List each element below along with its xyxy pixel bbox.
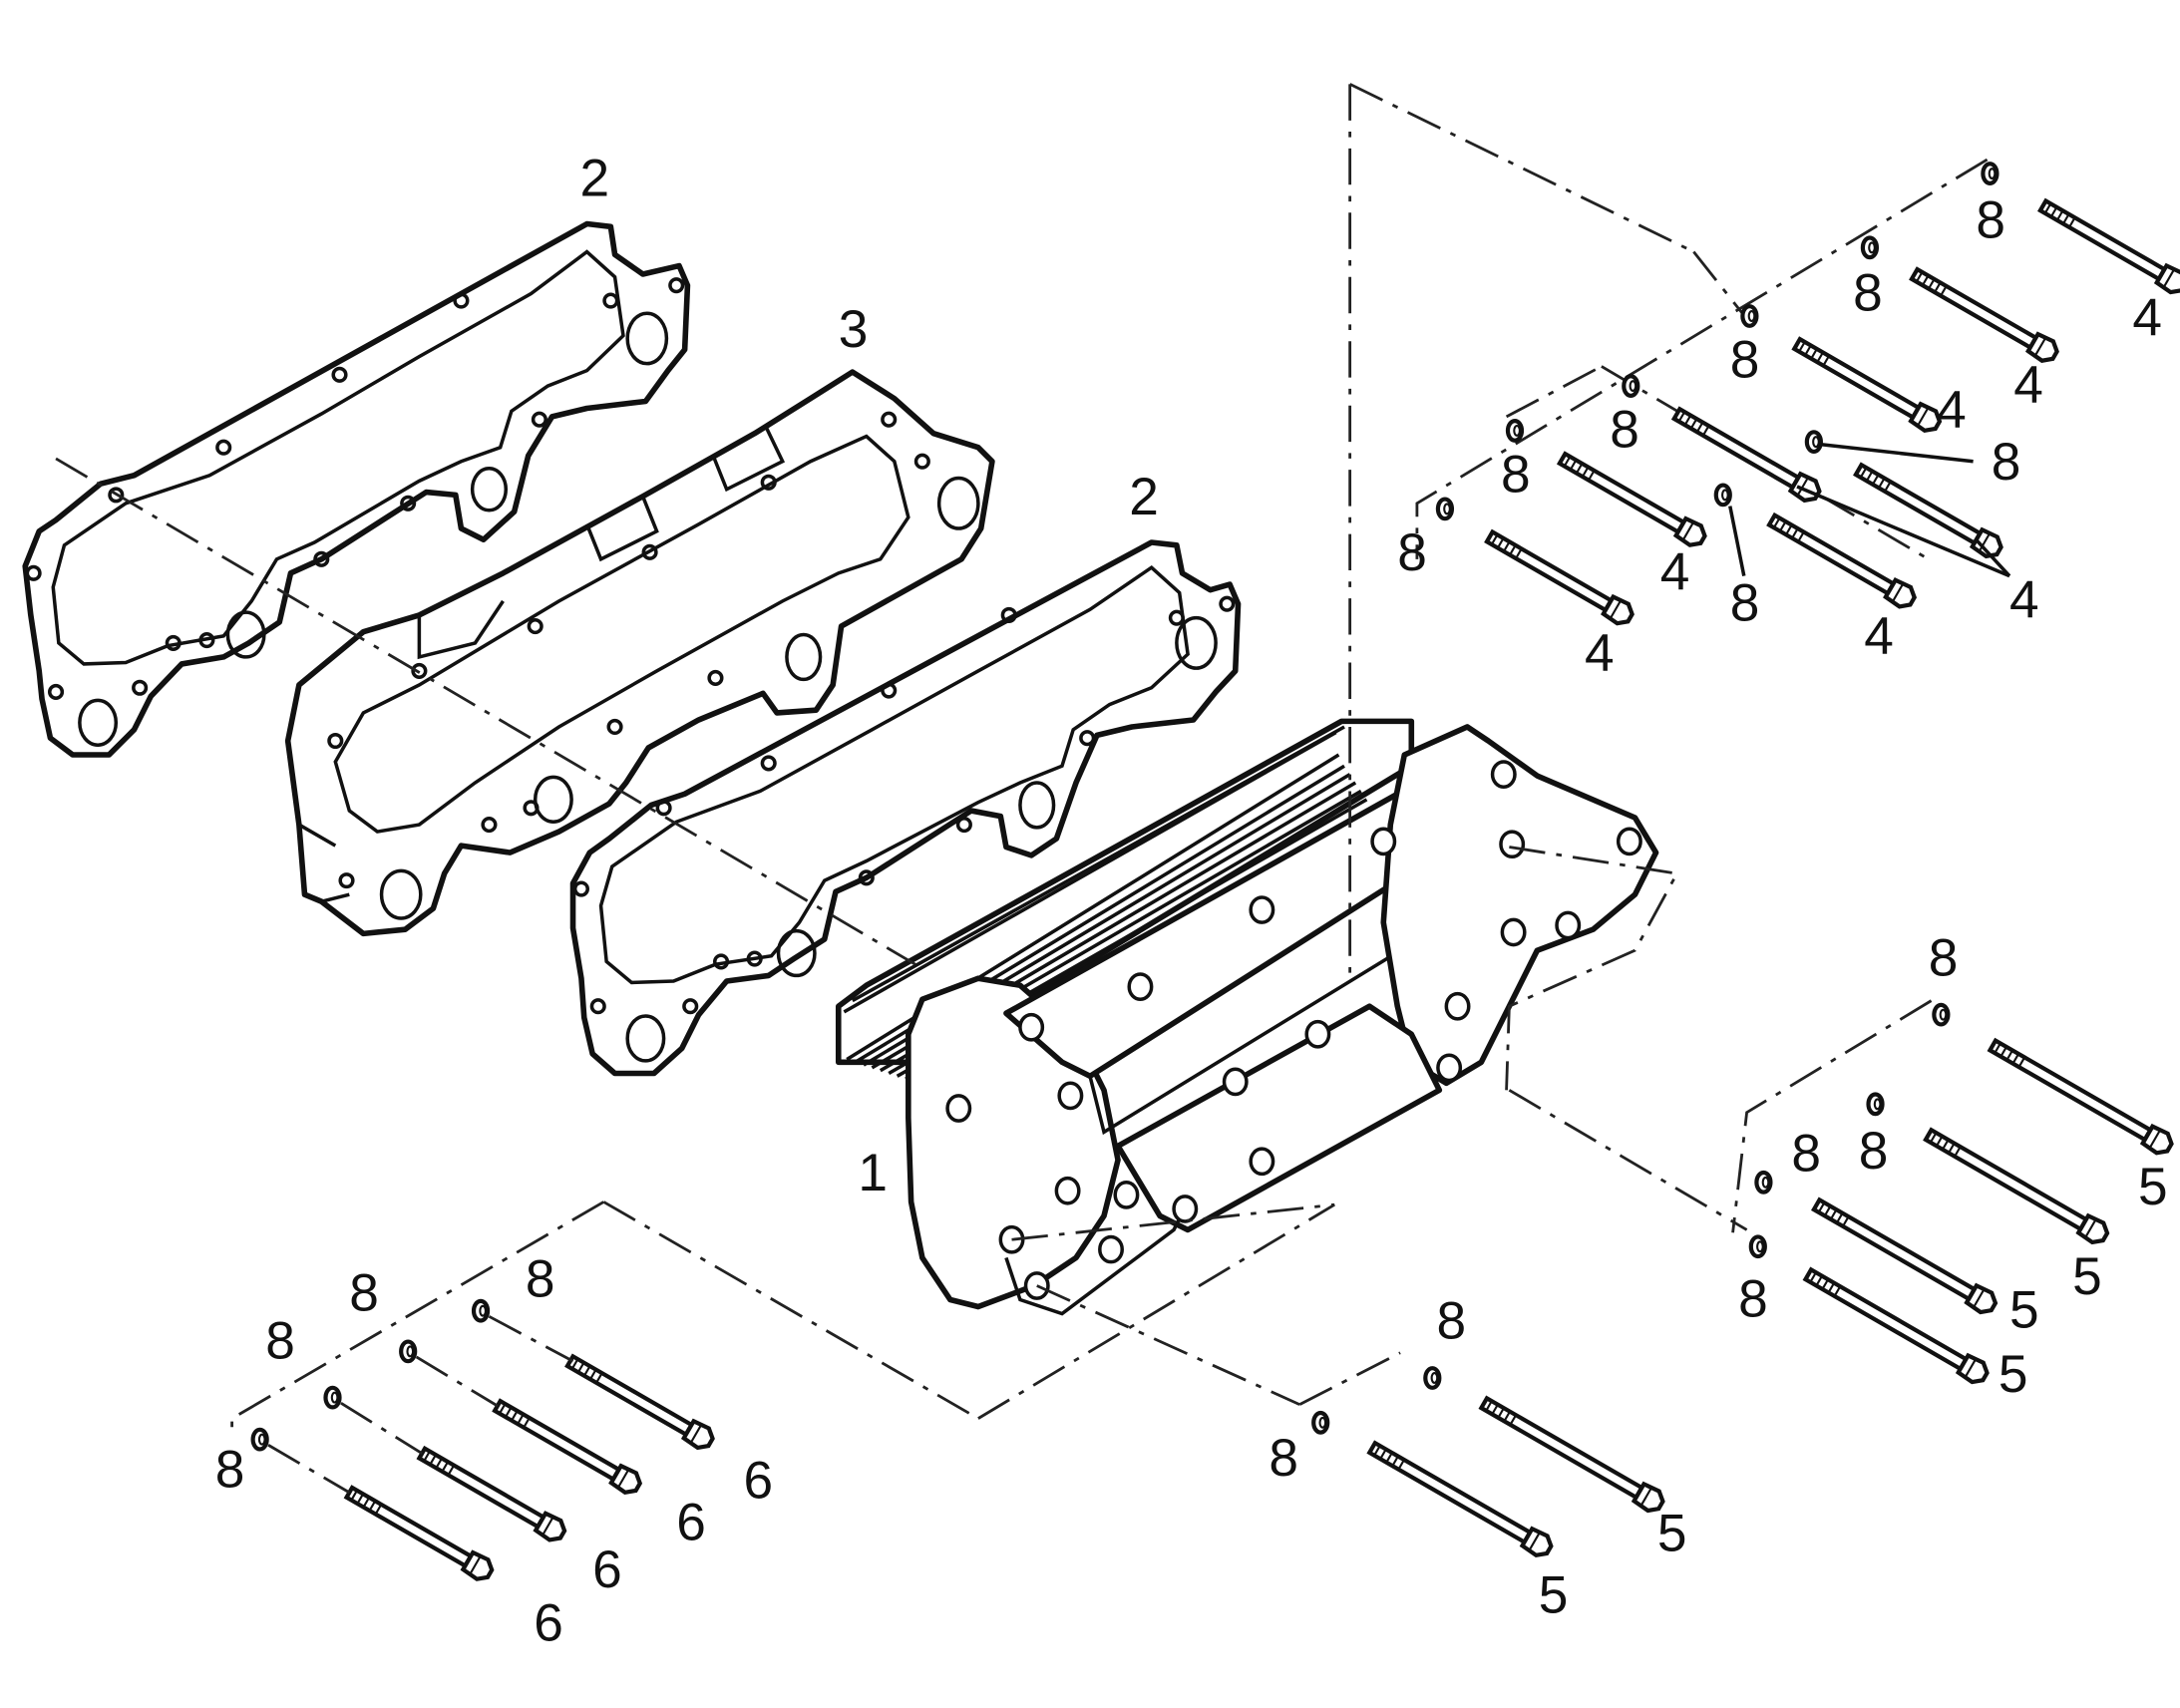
callout-8: 8 — [1853, 263, 1883, 322]
callout-4: 4 — [2013, 356, 2043, 415]
callout-8: 8 — [526, 1250, 555, 1309]
alignment-lines — [55, 83, 1989, 1429]
callout-5: 5 — [2138, 1158, 2168, 1216]
oil-cooler — [835, 718, 1659, 1316]
callout-4: 4 — [1660, 543, 1690, 602]
washer — [1742, 306, 1756, 326]
washer — [1438, 500, 1452, 519]
callout-1: 1 — [858, 1144, 888, 1202]
fastener-group-bolt4 — [1438, 164, 2180, 627]
callout-8: 8 — [1791, 1125, 1821, 1184]
washer — [401, 1342, 415, 1362]
callout-4: 4 — [1864, 607, 1894, 666]
callout-3: 3 — [839, 300, 869, 359]
callout-2-right: 2 — [1129, 468, 1159, 526]
bolt-4 — [1909, 264, 2060, 365]
callout-8: 8 — [215, 1440, 245, 1499]
washer — [1807, 432, 1821, 452]
bolt-5 — [1479, 1393, 1666, 1515]
bolt-4 — [1791, 334, 1943, 435]
washer — [1716, 486, 1730, 506]
fastener-group-bolt5-right — [1751, 1005, 2175, 1386]
washer — [1869, 1095, 1883, 1115]
callout-6: 6 — [592, 1540, 622, 1599]
bolt-4 — [1557, 449, 1708, 549]
callout-8: 8 — [265, 1311, 295, 1370]
callout-8: 8 — [1859, 1122, 1889, 1181]
callout-5: 5 — [2009, 1281, 2039, 1340]
callout-8: 8 — [1269, 1429, 1298, 1488]
callout-8: 8 — [1730, 573, 1760, 632]
washer — [1425, 1368, 1439, 1388]
callout-5: 5 — [1998, 1345, 2028, 1404]
callout-labels: 2 3 2 1 8 4 8 4 8 4 8 8 8 8 4 8 4 4 4 8 … — [215, 149, 2168, 1652]
washer — [1863, 238, 1877, 258]
callout-8: 8 — [1929, 928, 1959, 987]
bolt-4 — [1484, 527, 1635, 628]
callout-8: 8 — [1501, 446, 1531, 505]
washer — [1983, 164, 1997, 183]
bolt-5 — [1366, 1438, 1554, 1559]
bolt-6 — [564, 1351, 716, 1452]
gasket-left — [22, 220, 691, 758]
gasket-right — [569, 539, 1242, 1077]
washer — [1624, 376, 1637, 396]
bolt-4 — [1766, 511, 1918, 611]
callout-6: 6 — [534, 1593, 563, 1652]
callout-5: 5 — [1657, 1505, 1687, 1563]
washer — [1751, 1236, 1765, 1256]
washer — [474, 1301, 488, 1321]
callout-2-left: 2 — [580, 149, 610, 207]
bolt-4 — [2037, 196, 2180, 297]
callout-4: 4 — [2009, 571, 2039, 630]
callout-6: 6 — [676, 1494, 706, 1552]
callout-8: 8 — [1730, 331, 1760, 390]
callout-8: 8 — [1437, 1292, 1467, 1351]
callout-8: 8 — [1397, 523, 1427, 582]
callout-8: 8 — [1738, 1269, 1768, 1328]
washer — [325, 1388, 339, 1408]
washer — [1508, 421, 1522, 441]
bolt-6 — [492, 1396, 643, 1497]
bolt-6 — [344, 1483, 496, 1583]
washer — [1934, 1005, 1948, 1025]
bolt-5 — [1923, 1125, 2110, 1246]
callout-8: 8 — [1976, 191, 2005, 250]
callout-8: 8 — [349, 1264, 379, 1323]
fastener-group-bolt5-bottom — [1313, 1368, 1666, 1559]
callout-4: 4 — [1585, 624, 1615, 683]
callout-5: 5 — [1539, 1565, 1569, 1624]
callout-4: 4 — [1937, 381, 1967, 440]
spacer-plate — [284, 369, 995, 937]
callout-5: 5 — [2072, 1247, 2102, 1306]
cooler-bosses — [945, 760, 1642, 1300]
washer — [1756, 1173, 1770, 1193]
washer — [253, 1430, 267, 1450]
washer — [1313, 1413, 1327, 1433]
fastener-group-bolt6 — [253, 1301, 716, 1583]
callout-4: 4 — [2132, 289, 2162, 348]
callout-6: 6 — [743, 1451, 773, 1510]
callout-8: 8 — [1992, 433, 2021, 492]
bolt-5 — [1988, 1036, 2175, 1158]
bolt-6 — [417, 1444, 568, 1544]
callout-8: 8 — [1610, 401, 1639, 460]
